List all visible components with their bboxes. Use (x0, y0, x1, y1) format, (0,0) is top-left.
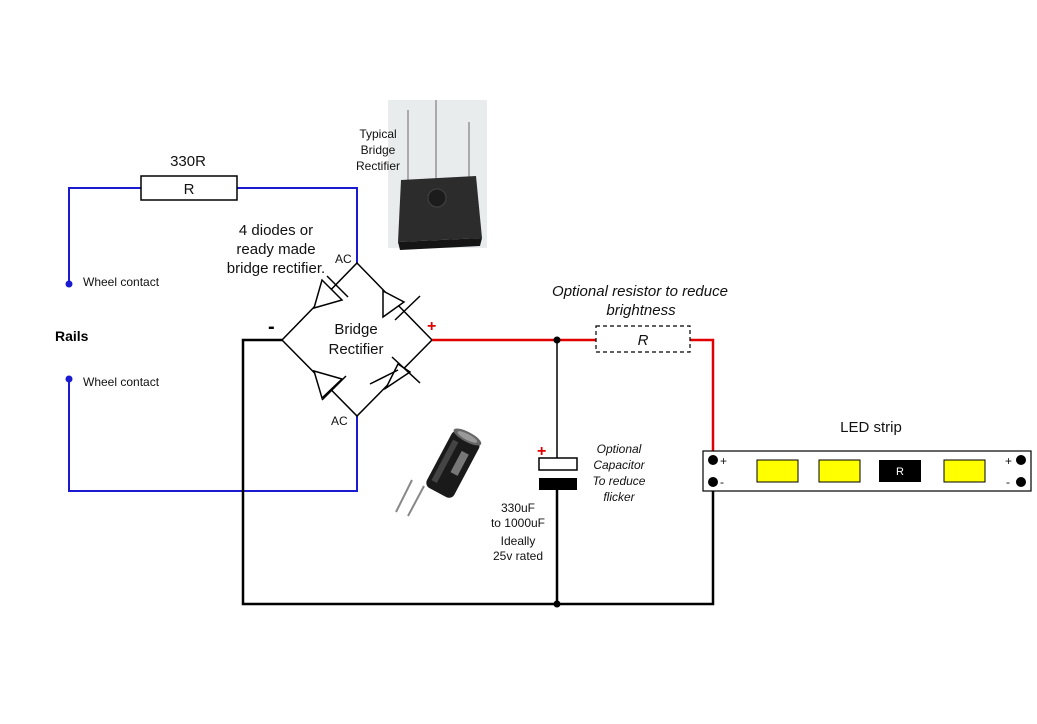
strip-minus-left-label: - (720, 475, 724, 489)
led-strip-label: LED strip (840, 419, 902, 436)
diode-bottom-left-bar (321, 375, 347, 401)
strip-resistor (879, 460, 921, 482)
positive-wire-to-strip (690, 338, 715, 460)
blue-wire-bottom (68, 379, 358, 492)
resistor-330r-value: 330R (170, 153, 206, 170)
ac-top-label: AC (335, 252, 352, 266)
cap-value-line3: Ideally (501, 534, 536, 548)
wheel-contact-bottom-label: Wheel contact (83, 375, 160, 389)
cap-value-line1: 330uF (501, 501, 535, 515)
bridge-label-line2: Rectifier (328, 341, 383, 358)
typical-bridge-line2: Bridge (361, 143, 396, 157)
capacitor-plus-label: + (537, 443, 546, 460)
bridge-label-line1: Bridge (334, 321, 377, 338)
diode-top-right (382, 289, 406, 319)
typical-bridge-line3: Rectifier (356, 159, 400, 173)
strip-plus-left-label: + (720, 454, 727, 468)
optional-resistor (595, 325, 691, 353)
strip-resistor-label: R (896, 466, 904, 478)
diodes-note-line3: bridge rectifier. (227, 260, 325, 277)
bridge-diamond (280, 261, 434, 418)
diodes-note-line1: 4 diodes or (239, 222, 313, 239)
optional-resistor-note-line1: Optional resistor to reduce (552, 283, 728, 300)
resistor-330r (140, 175, 238, 201)
junction-bottom (553, 600, 561, 608)
cap-value-line2: to 1000uF (491, 516, 545, 530)
diode-bottom-right-bar (391, 356, 421, 384)
strip-minus-right-label: - (1006, 475, 1010, 489)
blue-wires (68, 187, 358, 492)
typical-bridge-line1: Typical (359, 127, 396, 141)
strip-pad-minus-right (1016, 477, 1026, 487)
optional-resistor-note-line2: brightness (606, 302, 676, 319)
resistor-330r-symbol: R (184, 181, 195, 198)
led-3 (943, 459, 986, 483)
optional-capacitor-line4: flicker (603, 490, 635, 504)
capacitor-negative-plate (539, 478, 577, 490)
capacitor-positive-plate (538, 457, 578, 471)
bridge-rectifier-photo-icon (388, 100, 487, 250)
plus-terminal-label: + (427, 318, 436, 335)
bridge-rectifier (280, 261, 434, 418)
electrolytic-capacitor-photo-icon (395, 428, 482, 517)
diode-bottom-right (384, 362, 412, 391)
diode-top-left-bar (326, 275, 349, 298)
diode-bottom-right-lead (369, 369, 399, 385)
diode-top-right-bar (394, 295, 421, 321)
black-wires (241, 338, 715, 606)
ac-bottom-label: AC (331, 414, 348, 428)
optional-capacitor-line2: Capacitor (593, 458, 645, 472)
optional-capacitor-line3: To reduce (593, 474, 646, 488)
rails-label: Rails (55, 328, 89, 344)
led-2 (818, 459, 861, 483)
blue-wire-top-right (237, 187, 358, 263)
diode-top-left (312, 278, 344, 310)
optional-resistor-symbol: R (638, 332, 649, 349)
wheel-contact-bottom-dot (65, 375, 73, 383)
red-wires (432, 338, 715, 460)
strip-pad-plus-left (708, 455, 718, 465)
diodes-note-line2: ready made (236, 241, 315, 258)
led-1 (756, 459, 799, 483)
diode-bottom-left (312, 369, 344, 400)
blue-wire-top (68, 187, 141, 284)
cap-value-line4: 25v rated (493, 549, 543, 563)
strip-pad-minus-left (708, 477, 718, 487)
strip-pad-plus-right (1016, 455, 1026, 465)
junction-top (553, 336, 561, 344)
wheel-contact-top-label: Wheel contact (83, 275, 160, 289)
wheel-contact-top-dot (65, 280, 73, 288)
minus-terminal-label: - (268, 316, 275, 338)
strip-plus-right-label: + (1005, 454, 1012, 468)
negative-wire (241, 338, 715, 606)
optional-capacitor-line1: Optional (597, 442, 642, 456)
